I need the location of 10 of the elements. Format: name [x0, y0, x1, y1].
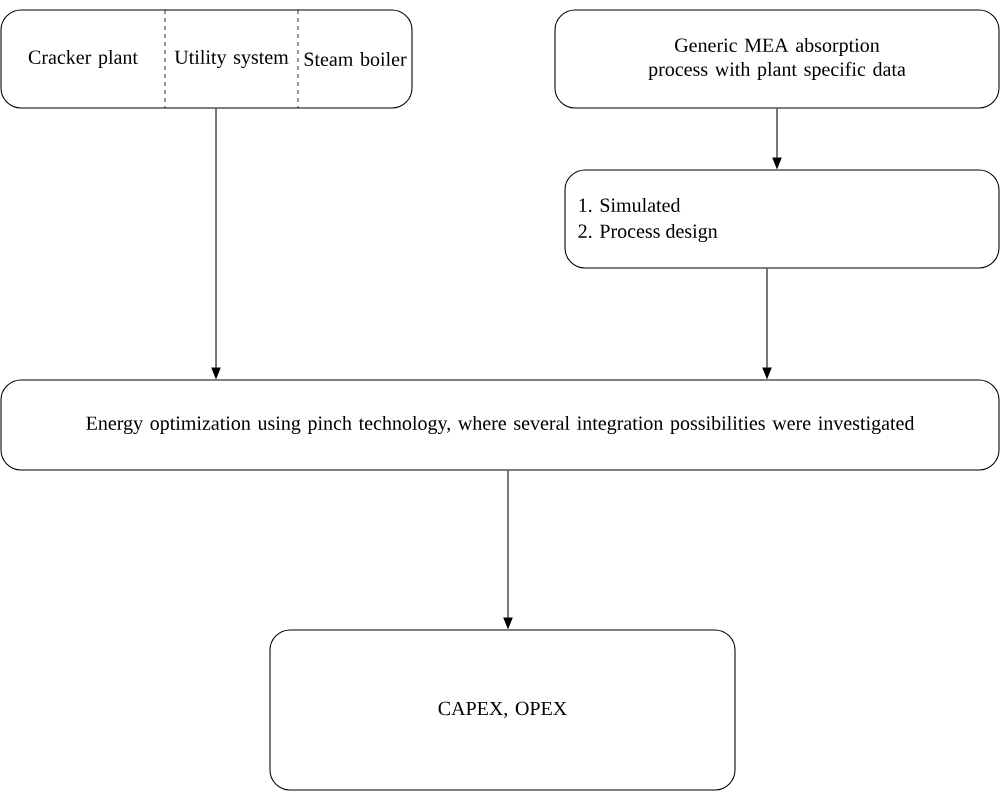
process-box: Generic MEA absorption process with plant specific data: [554, 9, 1000, 109]
list-item: 1. Simulated: [579, 197, 681, 213]
cell-label: Utility system: [174, 49, 289, 69]
process-box: [564, 169, 1000, 269]
list-item: 2. Process design: [578, 223, 718, 243]
process-box: CAPEX, OPEX: [269, 629, 736, 791]
process-box: Energy optimization using pinch technology, where several integration possibilities were investigated: [0, 379, 1000, 471]
cell-label: Steam boiler: [304, 52, 407, 67]
cell-label: Cracker plant: [28, 49, 138, 69]
process-box: [0, 9, 413, 109]
